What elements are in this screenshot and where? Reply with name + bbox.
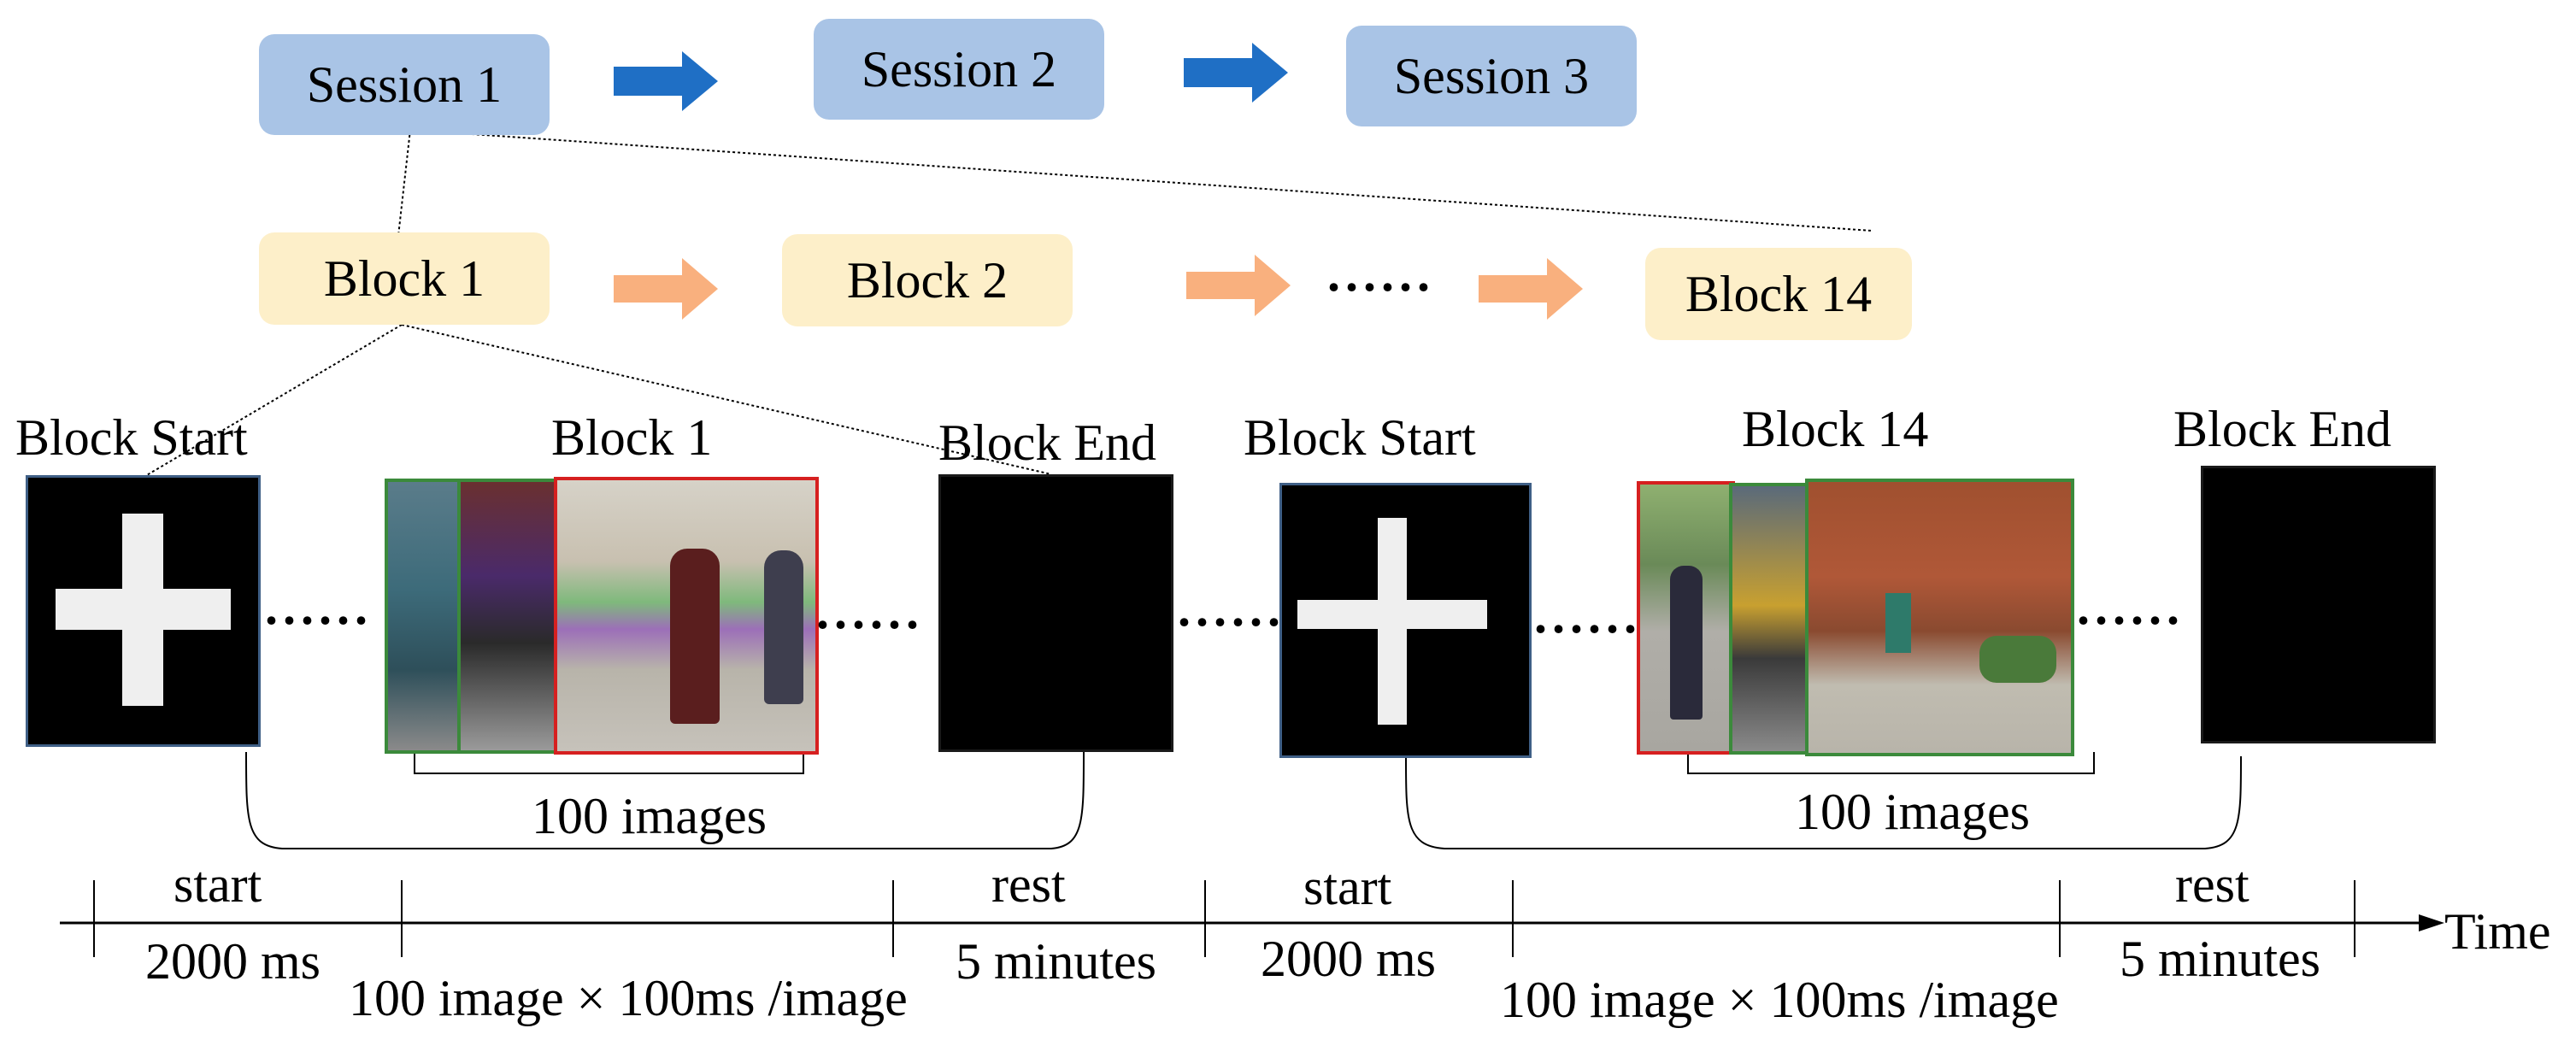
stimulus-image — [457, 479, 560, 754]
ellipsis-dots: ...... — [265, 579, 373, 635]
block-start-label-1: Block Start — [15, 409, 248, 466]
block-1-label: Block 1 — [323, 250, 485, 307]
ellipsis-dots: ...... — [1534, 587, 1642, 643]
fixation-cross-icon — [1297, 600, 1487, 629]
ellipsis-dots: ...... — [2077, 579, 2185, 635]
axis-start-label-1: start — [173, 856, 262, 913]
session-3-label: Session 3 — [1393, 47, 1590, 104]
stimulus-image — [1729, 483, 1814, 755]
shrub-figure — [1979, 636, 2056, 683]
axis-rest-time-2: 5 minutes — [2120, 931, 2320, 987]
fixation-screen-2 — [1279, 483, 1532, 758]
block-arrow — [614, 255, 1583, 320]
session-1-label: Session 1 — [306, 56, 503, 113]
ellipsis-dots: ...... — [816, 583, 924, 639]
session-2-box: Session 2 — [814, 19, 1104, 120]
person-figure — [670, 549, 720, 724]
block-14-detail-label: Block 14 — [1742, 401, 1929, 457]
block-14-label: Block 14 — [1685, 265, 1873, 322]
images-count-label-2: 100 images — [1795, 784, 2030, 840]
stimulus-image — [554, 477, 819, 755]
axis-start-time-1: 2000 ms — [145, 933, 321, 990]
block-1-box: Block 1 — [259, 232, 550, 325]
axis-images-time-1: 100 image × 100ms /image — [349, 970, 908, 1026]
session-arrow — [614, 43, 1288, 111]
block-2-box: Block 2 — [782, 234, 1073, 326]
block-end-label-1: Block End — [938, 414, 1156, 471]
block-ellipsis: ...... — [1327, 245, 1435, 302]
axis-start-time-2: 2000 ms — [1261, 931, 1437, 987]
images-count-label-1: 100 images — [532, 788, 767, 844]
door-figure — [1885, 593, 1911, 653]
rest-screen-2 — [2201, 466, 2436, 743]
stimulus-image — [1637, 481, 1735, 755]
block-end-label-2: Block End — [2173, 401, 2391, 457]
block-1-detail-label: Block 1 — [551, 409, 713, 466]
axis-start-label-2: start — [1303, 859, 1392, 915]
session-2-label: Session 2 — [861, 40, 1057, 97]
axis-images-time-2: 100 image × 100ms /image — [1500, 972, 2059, 1028]
ellipsis-dots: ...... — [1178, 580, 1285, 637]
axis-rest-time-1: 5 minutes — [956, 933, 1156, 990]
stimulus-image — [1805, 479, 2074, 756]
axis-rest-label-1: rest — [991, 856, 1066, 913]
person-figure — [764, 550, 803, 704]
person-figure — [1670, 566, 1703, 720]
block-start-label-2: Block Start — [1244, 409, 1476, 466]
axis-time-label: Time — [2444, 903, 2551, 960]
fixation-cross-icon — [56, 589, 231, 630]
fixation-screen-1 — [26, 475, 261, 747]
block-14-box: Block 14 — [1645, 248, 1912, 340]
rest-screen-1 — [938, 474, 1173, 752]
block-2-label: Block 2 — [846, 251, 1009, 308]
axis-rest-label-2: rest — [2175, 856, 2250, 913]
session-3-box: Session 3 — [1346, 26, 1637, 126]
session-1-box: Session 1 — [259, 34, 550, 135]
